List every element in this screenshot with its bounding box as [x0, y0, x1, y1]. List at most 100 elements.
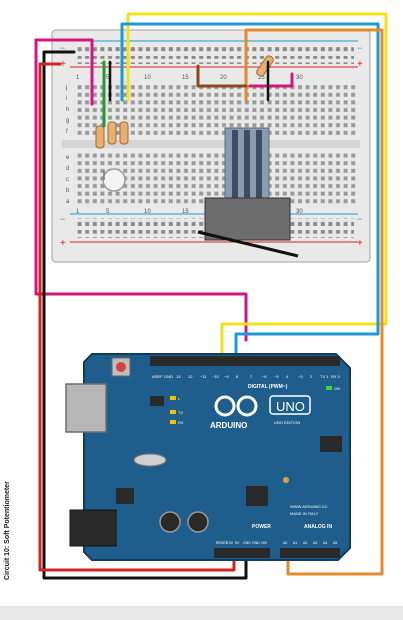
led-rx — [170, 420, 176, 424]
resistor-1 — [95, 125, 105, 149]
pin-reset: RESET — [216, 541, 229, 545]
logo-loop-left — [214, 395, 236, 417]
top-rail-minus-left: − — [60, 43, 65, 53]
soft-pot-trace-1 — [232, 130, 238, 224]
status-leds: L TX RX ON — [170, 386, 340, 425]
row-letter-h: h — [66, 107, 69, 113]
pin-a2: A2 — [303, 541, 307, 545]
col-num-30-bottom: 30 — [296, 209, 303, 215]
pin-2: 2 — [310, 374, 313, 379]
resistor-3 — [119, 121, 129, 145]
wire-brown — [196, 64, 248, 88]
col-num-10-bottom: 10 — [144, 209, 151, 215]
row-letters: j i h g f e d c b a — [65, 85, 70, 205]
resistors — [95, 55, 274, 149]
col-num-10: 10 — [144, 75, 151, 81]
pin-a1: A1 — [293, 541, 297, 545]
col-num-5: 5 — [106, 75, 110, 81]
pin-3v3: 3.3V — [226, 541, 234, 545]
bottom-rail-minus-left: − — [60, 214, 65, 224]
col-num-25: 25 — [258, 75, 265, 81]
top-rail-minus-right: − — [357, 43, 362, 53]
row-letter-c: c — [66, 177, 69, 183]
led-tx — [170, 410, 176, 414]
soft-pot-trace-2 — [244, 130, 250, 224]
col-num-5-bottom: 5 — [106, 209, 110, 215]
chip-small-1 — [150, 396, 164, 406]
top-rail-plus-right: + — [357, 59, 363, 70]
led-on-label: ON — [334, 386, 340, 391]
soft-pot-tail — [204, 197, 291, 241]
arduino-logo — [214, 395, 258, 417]
pin-5v: 5V — [235, 541, 240, 545]
digital-pin-labels: AREF GND 13 12 ~11 ~10 ~9 8 7 ~6 ~5 4 ~3… — [152, 374, 341, 379]
pin-8: 8 — [236, 374, 239, 379]
top-rail-plus-left: + — [60, 59, 66, 70]
led-rx-label: RX — [178, 420, 184, 425]
bottom-rail-plus-left: + — [60, 238, 66, 249]
circuit-caption: Circuit 10: Soft Potentiometer — [4, 481, 11, 580]
rgb-led — [102, 168, 126, 192]
wire-magenta-bb — [34, 38, 94, 106]
wire-magenta-pin — [34, 38, 248, 342]
bottom-rail-plus-right: + — [357, 238, 363, 249]
col-num-30: 30 — [296, 75, 303, 81]
pin-a4: A4 — [323, 541, 327, 545]
pin-gnd-d: GND — [164, 374, 173, 379]
power-jack — [69, 509, 117, 547]
pin-13: 13 — [176, 374, 181, 379]
pin-11: ~11 — [200, 374, 207, 379]
pin-12: 12 — [188, 374, 193, 379]
soft-pot-edge — [197, 230, 299, 258]
pin-aref: AREF — [152, 374, 163, 379]
led-l-label: L — [178, 396, 181, 401]
power-header — [214, 548, 270, 558]
top-rail-row-1 — [74, 44, 354, 52]
uno-badge — [269, 395, 311, 415]
col-num-15: 15 — [182, 75, 189, 81]
arduino-brand: ARDUINO — [210, 421, 247, 430]
pin-gnd-2: GND — [252, 541, 260, 545]
arduino-model: UNO — [276, 399, 305, 414]
breadboard: − + − + − + − + j i h g f e d c b a — [51, 29, 371, 263]
usb-connector — [65, 383, 107, 433]
regulator — [116, 488, 134, 504]
icsp-header — [320, 436, 342, 452]
soft-potentiometer — [197, 127, 299, 258]
wire-red — [38, 62, 236, 572]
top-rail-row-2 — [74, 56, 354, 64]
col-num-15-bottom: 15 — [182, 209, 189, 215]
col-num-20: 20 — [220, 75, 227, 81]
pin-rx0: RX 0 — [331, 374, 341, 379]
pin-a3: A3 — [313, 541, 317, 545]
row-letter-a: a — [66, 199, 70, 205]
crystal — [133, 453, 167, 467]
arduino-website: WWW.ARDUINO.CC — [290, 504, 328, 509]
capacitor-2 — [187, 511, 209, 533]
center-channel — [62, 140, 360, 148]
soft-pot-trace-3 — [256, 130, 262, 224]
tiny-cap — [283, 477, 289, 483]
pin-5: ~5 — [274, 374, 279, 379]
chip-mcu — [246, 486, 268, 506]
led-l — [170, 396, 176, 400]
arduino-model-sub: UNO EDITION — [274, 420, 300, 425]
bottom-rail-minus-right: − — [357, 214, 362, 224]
wire-cyan — [120, 22, 380, 358]
row-letter-g: g — [66, 118, 69, 124]
pin-vin: VIN — [261, 541, 267, 545]
analog-pin-labels: A0 A1 A2 A3 A4 A5 — [283, 541, 337, 545]
led-on — [326, 386, 332, 390]
pin-10: ~10 — [212, 374, 220, 379]
logo-loop-right — [236, 395, 258, 417]
capacitor-1 — [159, 511, 181, 533]
led-tx-label: TX — [178, 410, 183, 415]
wire-yellow — [126, 12, 388, 358]
col-num-1: 1 — [76, 75, 80, 81]
pin-gnd-1: GND — [243, 541, 251, 545]
col-num-1-bottom: 1 — [76, 209, 80, 215]
led-dome — [102, 168, 126, 192]
wire-orange — [244, 28, 384, 576]
arduino-board: AREF GND 13 12 ~11 ~10 ~9 8 7 ~6 ~5 4 ~3… — [65, 353, 351, 561]
